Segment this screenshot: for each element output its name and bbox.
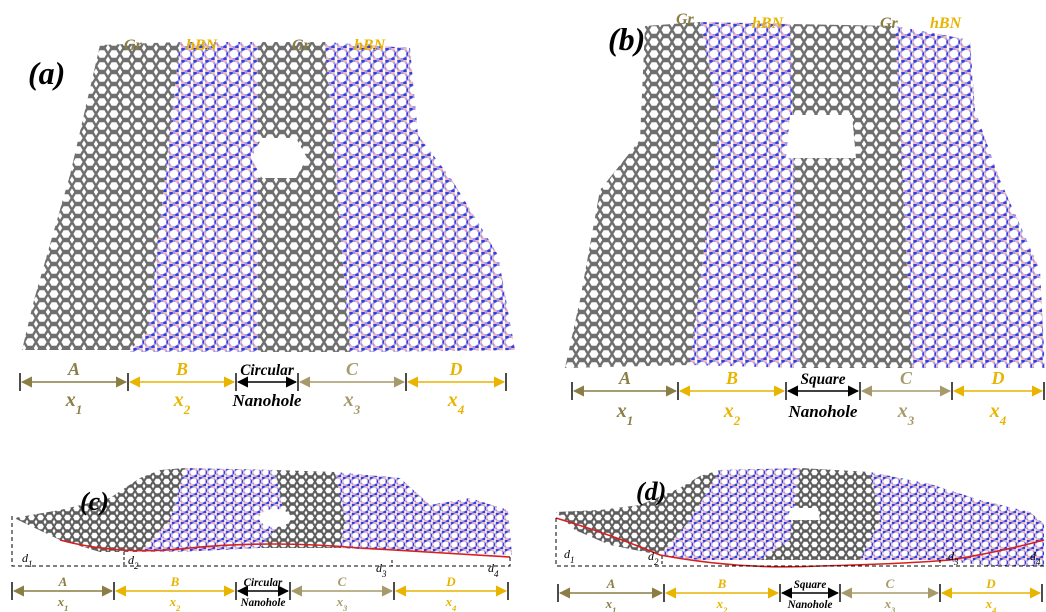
dim-top-label-2-0: A [58,574,68,589]
sheet-a-hbn1 [130,42,258,352]
panel-a: (a) Gr hBN Gr hBN Ax1 Bx2 CircularNanohole… [19,37,515,417]
hole-d-square [788,508,820,520]
dim-bottom-label-0-2: Nanohole [232,391,302,410]
strip-label-a-3: hBN [354,37,387,54]
dim-top-label-0-4: D [449,359,463,379]
sheet-d-hbn1 [660,468,800,560]
dim-bottom-label-0-3: x3 [343,389,361,417]
sheet-d-hbn2 [860,472,1044,566]
dim-top-label-2-2: Circular [244,577,283,589]
dashed-baseline-d [555,518,1044,567]
d-label-c-4: d4 [488,561,499,579]
dim-bottom-label-2-4: x4 [445,594,457,612]
strip-label-a-1: hBN [186,37,219,54]
dim-bottom-label-3-0: x1 [605,596,617,612]
dim-bottom-label-1-0: x1 [616,400,634,428]
sheet-c-hbn2 [335,472,512,555]
sheet-c-hbn1 [140,468,285,552]
dim-bottom-label-3-2: Nanohole [787,599,833,611]
panel-tag-b: (b) [608,21,645,57]
dim-top-label-0-1: B [175,359,188,379]
strip-label-b-2: Gr [880,15,899,32]
dim-top-label-0-2: Circular [240,362,295,379]
strip-label-b-1: hBN [752,15,785,32]
panel-tag-a: (a) [28,55,65,91]
dim-top-label-1-2: Square [800,371,845,388]
dim-bottom-label-2-1: x2 [169,594,182,612]
sheet-b-hbn2 [895,26,1045,368]
strip-label-b-3: hBN [930,15,963,32]
hole-b-square [786,115,856,158]
sheet-a-hbn2 [325,42,515,352]
red-profile-c [59,539,511,558]
dim-top-label-0-0: A [67,359,80,379]
sheet-c-gr1 [14,468,185,552]
dim-top-label-3-0: A [606,576,616,591]
dim-top-label-3-2: Square [794,579,827,591]
dim-top-label-0-3: C [346,359,359,379]
dim-top-label-2-4: D [445,574,456,589]
dim-top-label-1-3: C [900,368,913,388]
dim-top-label-1-4: D [991,368,1005,388]
dim-top-label-1-1: B [725,368,738,388]
dim-top-label-3-3: C [886,576,895,591]
dim-top-label-3-1: B [717,576,727,591]
strip-label-a-2: Gr [292,37,311,54]
hole-a-circle [251,138,307,178]
dim-top-label-2-3: C [338,574,347,589]
sheet-a-gr1 [22,42,180,350]
sheet-a-gr2 [258,42,350,352]
dashed-baseline-c [11,516,511,567]
dim-bottom-label-3-4: x4 [985,596,997,612]
dim-top-label-1-0: A [618,368,631,388]
dim-bottom-label-3-3: x3 [884,596,896,612]
dim-bottom-label-1-1: x2 [723,400,741,428]
dim-bottom-label-3-1: x2 [716,596,729,612]
dim-bottom-label-1-4: x4 [989,400,1007,428]
dim-bottom-label-2-0: x1 [57,594,69,612]
d-label-d-1: d1 [564,547,575,565]
dim-bottom-label-0-4: x4 [447,389,465,417]
hole-c-circle [259,509,291,527]
sheet-b-gr1 [565,22,720,368]
dim-bottom-label-2-3: x3 [336,594,348,612]
d-label-d-3: d3 [948,549,959,567]
sheet-b-gr2 [790,24,912,368]
d-label-d-4: d4 [1030,549,1041,567]
dim-bottom-label-0-0: x1 [65,389,83,417]
d-label-c-1: d1 [22,551,33,569]
dim-bottom-label-1-2: Nanohole [788,402,858,421]
panel-tag-d: (d) [636,477,666,506]
strip-label-a-0: Gr [124,37,143,54]
dim-bottom-label-2-2: Nanohole [240,597,286,609]
panel-tag-c: (c) [80,487,109,516]
sheet-d-gr1 [556,470,720,555]
strip-label-b-0: Gr [676,11,695,28]
dim-top-label-3-4: D [985,576,996,591]
sheet-c-gr2 [260,470,345,548]
d-label-c-3: d3 [376,561,387,579]
sheet-b-hbn1 [690,22,800,368]
dim-bottom-label-0-1: x2 [173,389,191,417]
d-label-d-2: d2 [648,549,659,567]
dim-top-label-2-1: B [170,574,180,589]
sheet-d-gr2 [760,468,880,560]
dim-bottom-label-1-3: x3 [897,400,915,428]
d-label-c-2: d2 [128,553,139,571]
